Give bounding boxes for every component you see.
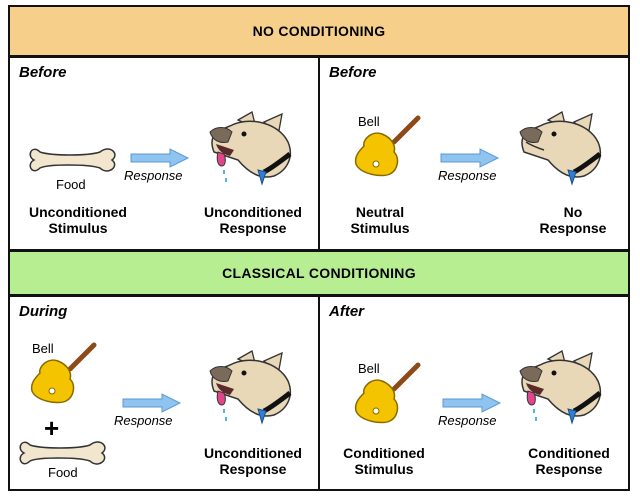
caption-line-1: Unconditioned	[29, 204, 127, 220]
dog-salivating-icon	[209, 350, 292, 425]
panel-during: During Bell + Food Response Unconditione…	[8, 295, 320, 491]
panel-title: Before	[329, 64, 377, 81]
classical-conditioning-header: CLASSICAL CONDITIONING	[8, 250, 630, 296]
caption-line-1: Conditioned	[528, 445, 610, 461]
panel-after: After Bell Response Conditioned Stimulus…	[318, 295, 630, 491]
bone-icon	[19, 441, 106, 465]
bell-label: Bell	[32, 341, 54, 356]
caption-line-2: Stimulus	[350, 220, 410, 236]
arrow-icon	[130, 148, 190, 168]
caption-line-1: Unconditioned	[204, 445, 302, 461]
bell-icon	[30, 342, 97, 404]
food-label: Food	[56, 177, 86, 192]
caption-line-1: Neutral	[355, 204, 405, 220]
arrow-icon	[122, 393, 182, 413]
panel-title: During	[19, 303, 68, 320]
caption-line-1: No	[563, 204, 583, 220]
panel-before-neutral: Before Bell Response Neutral Stimulus No…	[318, 56, 630, 251]
response-caption: No Response	[498, 204, 640, 236]
response-caption: Unconditioned Response	[178, 445, 328, 477]
bell-icon	[354, 362, 421, 424]
panel-before-unconditioned: Before Food Response Unconditioned Stimu…	[8, 56, 320, 251]
stimulus-caption: Conditioned Stimulus	[309, 445, 459, 477]
caption-line-2: Response	[219, 220, 287, 236]
panel-title: After	[329, 303, 365, 320]
stimulus-caption: Unconditioned Stimulus	[3, 204, 153, 236]
dog-salivating-icon	[519, 350, 602, 425]
plus-sign: +	[44, 413, 60, 443]
response-caption: Conditioned Response	[494, 445, 640, 477]
no-conditioning-header: NO CONDITIONING	[8, 5, 630, 57]
caption-line-1: Conditioned	[343, 445, 425, 461]
response-label: Response	[438, 413, 497, 428]
dog-neutral-icon	[519, 111, 602, 186]
panel-title: Before	[19, 64, 67, 81]
food-label: Food	[48, 465, 78, 480]
arrow-icon	[440, 148, 500, 168]
bone-icon	[29, 148, 116, 172]
response-caption: Unconditioned Response	[178, 204, 328, 236]
stimulus-caption: Neutral Stimulus	[305, 204, 455, 236]
caption-line-2: Response	[219, 461, 287, 477]
caption-line-2: Response	[535, 461, 603, 477]
response-label: Response	[114, 413, 173, 428]
dog-salivating-icon	[209, 111, 292, 186]
response-label: Response	[124, 168, 183, 183]
caption-line-1: Unconditioned	[204, 204, 302, 220]
bell-icon	[354, 115, 421, 177]
caption-line-2: Stimulus	[354, 461, 414, 477]
caption-line-2: Stimulus	[48, 220, 108, 236]
bell-label: Bell	[358, 361, 380, 376]
arrow-icon	[442, 393, 502, 413]
response-label: Response	[438, 168, 497, 183]
caption-line-2: Response	[539, 220, 607, 236]
bell-label: Bell	[358, 114, 380, 129]
